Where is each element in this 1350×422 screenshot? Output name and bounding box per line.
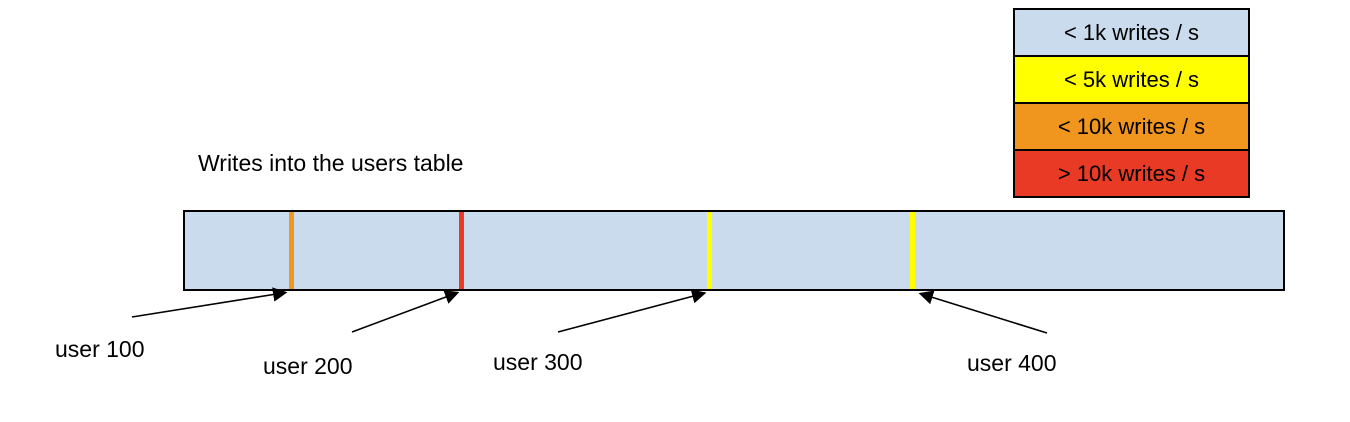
legend-item-lt-10k: < 10k writes / s xyxy=(1015,102,1248,149)
user-label-300: user 300 xyxy=(493,349,583,375)
legend: < 1k writes / s < 5k writes / s < 10k wr… xyxy=(1013,8,1250,198)
legend-item-lt-5k: < 5k writes / s xyxy=(1015,55,1248,102)
diagram-title: Writes into the users table xyxy=(198,150,464,176)
hotspot-marker-user-300 xyxy=(707,212,712,289)
legend-item-lt-1k: < 1k writes / s xyxy=(1015,10,1248,55)
user-label-200: user 200 xyxy=(263,353,353,379)
user-label-400: user 400 xyxy=(967,350,1057,376)
arrow-user-300-icon xyxy=(557,289,707,333)
hotspot-marker-user-100 xyxy=(289,212,294,289)
users-table-bar xyxy=(183,210,1285,291)
hotspot-marker-user-400 xyxy=(910,212,915,289)
arrow-user-100-icon xyxy=(131,287,288,318)
user-label-100: user 100 xyxy=(55,336,145,362)
arrow-user-200-icon xyxy=(351,290,460,333)
legend-item-gt-10k: > 10k writes / s xyxy=(1015,149,1248,196)
hotspot-marker-user-200 xyxy=(459,212,464,289)
arrow-user-400-icon xyxy=(918,290,1048,334)
